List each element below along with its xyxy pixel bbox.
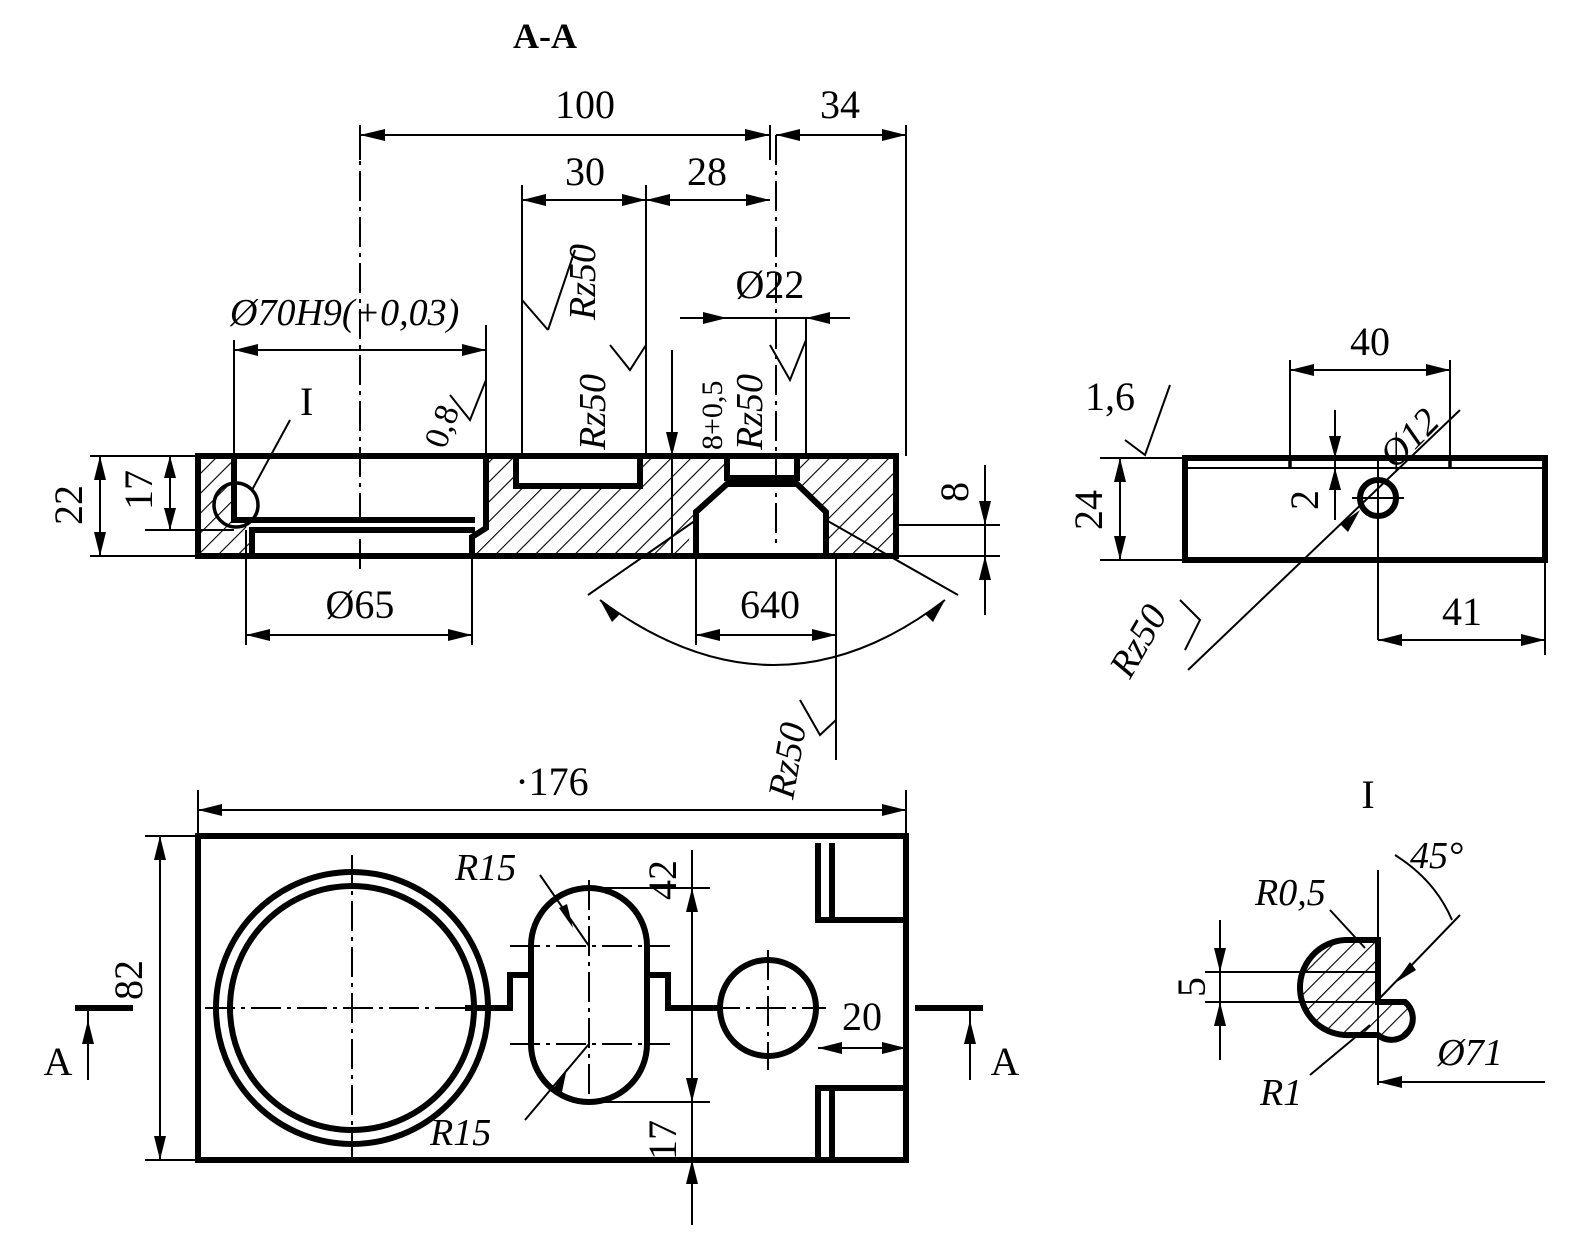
notch-top: [815, 843, 909, 923]
groove-line: [249, 527, 475, 559]
dim-82: 82: [106, 960, 151, 1000]
detail-view: I R0,5 45° 5 R1 Ø71: [1169, 772, 1545, 1114]
dim-d22: Ø22: [736, 262, 805, 307]
dim-d12: Ø12: [1371, 400, 1448, 477]
dim-1-6: 1,6: [1085, 374, 1135, 419]
dim-d65: Ø65: [326, 582, 395, 627]
notch-bottom: [815, 1085, 909, 1163]
section-mark-label-right: A: [991, 1039, 1020, 1084]
roughness-hole: Rz50: [729, 374, 771, 451]
detail-outline: [1296, 937, 1416, 1043]
dim-34: 34: [820, 82, 860, 127]
detail-title: I: [1361, 772, 1374, 817]
dim-20: 20: [842, 994, 882, 1039]
detail-hatch: [1299, 940, 1413, 1040]
dim-R05: R0,5: [1254, 872, 1326, 914]
roughness-side: Rz50: [1101, 598, 1176, 686]
plan-outline: [195, 833, 909, 1163]
dim-40: 40: [1350, 319, 1390, 364]
dim-176: ·176: [515, 759, 588, 804]
dim-640: 640: [740, 582, 800, 627]
dim-8-tol: 8+0,5: [696, 381, 729, 450]
section-view: A-A I 100 34: [46, 16, 1000, 803]
oblong-pocket: [528, 885, 650, 1105]
dim-30: 30: [565, 149, 605, 194]
dim-42: 42: [640, 860, 685, 900]
dim-41: 41: [1442, 589, 1482, 634]
roughness-pocket-floor: Rz50: [572, 374, 614, 451]
dim-d71: Ø71: [1436, 1032, 1502, 1074]
plan-view: ·176 82 R15 R15 42 17 20 A: [44, 759, 1020, 1225]
section-hatch: [472, 456, 896, 556]
dim-R1: R1: [1259, 1072, 1302, 1114]
roughness-cone: Rz50: [760, 719, 815, 802]
dim-8: 8: [932, 482, 977, 502]
side-view: 40 1,6 Ø12 24 2 41 Rz50: [1066, 319, 1548, 686]
dim-100: 100: [555, 82, 615, 127]
cone-outline: [693, 481, 829, 559]
dim-24: 24: [1066, 490, 1111, 530]
d12-leader: [1187, 409, 1461, 671]
dim-17: 17: [640, 1120, 685, 1160]
dim-22: 22: [46, 485, 91, 525]
dim-bore: Ø70H9(+0,03): [229, 292, 459, 334]
dim-28: 28: [687, 149, 727, 194]
hole-top: [724, 453, 800, 481]
dim-R15-bottom: R15: [429, 1112, 491, 1154]
dim-5: 5: [1169, 977, 1214, 997]
detail-I-circle: [212, 481, 260, 529]
pocket-outline: [513, 453, 643, 489]
dim-R15-top: R15: [454, 847, 516, 889]
angle-arc: [599, 599, 946, 666]
dim-2: 2: [1282, 490, 1327, 510]
detail-I-leader: [251, 419, 291, 491]
dim-45: 45°: [1410, 835, 1463, 877]
dim-17: 17: [116, 470, 161, 510]
wall-hatch: [198, 456, 252, 556]
bore-floor: [231, 453, 475, 523]
section-title: A-A: [513, 16, 577, 56]
channel-groove: [465, 972, 723, 1011]
callout-I: I: [300, 379, 313, 424]
roughness-pocket-side: Rz50: [562, 244, 604, 321]
section-mark-label-left: A: [44, 1039, 73, 1084]
